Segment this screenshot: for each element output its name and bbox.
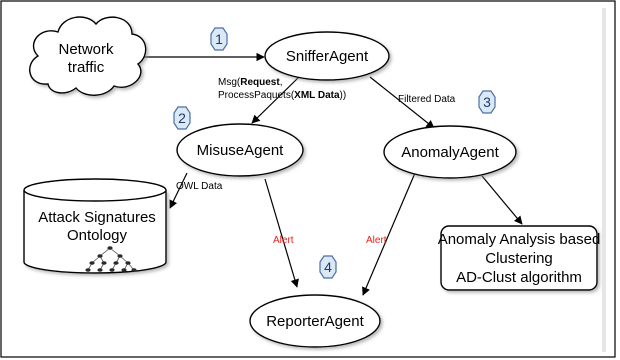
network-traffic-label-line2: traffic (68, 59, 105, 76)
network-traffic-label-line1: Network (58, 41, 114, 58)
anomaly-agent-node: AnomalyAgent (383, 125, 517, 179)
attack-signatures-label-line2: Ontology (67, 227, 128, 244)
edge-anomaly-to-analysis (481, 175, 523, 225)
msg-request-label-line2: ProcessPaquets(XML Data)) (218, 90, 346, 101)
reporter-agent-node: ReporterAgent (249, 294, 381, 348)
edge-misuse-to-ontology (169, 172, 188, 209)
step-badge-1-number: 1 (215, 31, 223, 47)
filtered-data-label: Filtered Data (398, 94, 456, 105)
alert-label-right: Alert (366, 235, 387, 246)
step-badge-1: 1 (210, 27, 228, 51)
analysis-box-line1: Anomaly Analysis based (438, 231, 601, 248)
attack-signatures-database: Attack Signatures Ontology (23, 178, 167, 274)
analysis-box-line3: AD-Clust algorithm (456, 269, 582, 286)
owl-data-label: OWL Data (176, 181, 223, 192)
analysis-box-line2: Clustering (485, 250, 553, 267)
misuse-agent-label: MisuseAgent (197, 142, 285, 159)
step-badge-2-number: 2 (178, 110, 186, 126)
sniffer-agent-node: SnifferAgent (264, 31, 390, 81)
right-scroll-edge (602, 8, 606, 352)
step-badge-3: 3 (478, 90, 496, 114)
anomaly-agent-label: AnomalyAgent (401, 144, 499, 161)
step-badge-4: 4 (319, 255, 337, 279)
edge-anomaly-to-reporter (362, 172, 416, 296)
misuse-agent-node: MisuseAgent (176, 123, 304, 177)
anomaly-analysis-box: Anomaly Analysis based Clustering AD-Clu… (438, 225, 601, 291)
reporter-agent-label: ReporterAgent (266, 313, 364, 330)
edge-misuse-to-reporter (264, 178, 299, 288)
step-badge-4-number: 4 (324, 259, 332, 275)
step-badge-2: 2 (173, 106, 191, 130)
ontology-tree-icon (85, 246, 137, 272)
msg-request-label-line1: Msg(Request, (218, 77, 282, 88)
attack-signatures-label-line1: Attack Signatures (38, 209, 156, 226)
sniffer-agent-label: SnifferAgent (286, 48, 369, 65)
edge-sniffer-to-misuse (251, 75, 301, 124)
edge-sniffer-to-anomaly (369, 76, 435, 129)
network-traffic-cloud: Network traffic (29, 16, 147, 96)
alert-label-left: Alert (273, 235, 294, 246)
step-badge-3-number: 3 (483, 94, 491, 110)
